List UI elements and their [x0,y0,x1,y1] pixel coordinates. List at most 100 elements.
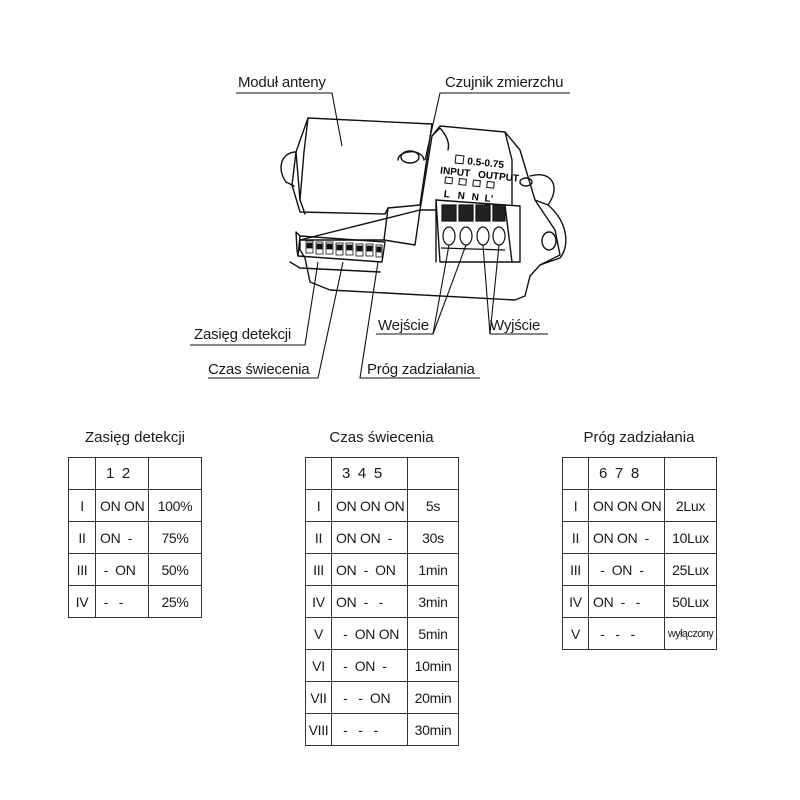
dip-switches [305,240,383,258]
table-row: II ON ON - 10Lux [562,521,717,554]
mode-cell: VI [305,649,332,682]
table-row: I ON ON ON 5s [305,489,459,522]
table-cell [148,457,202,490]
setting-cell: ON - [95,521,149,554]
value-cell: 100% [148,489,202,522]
value-cell: 50% [148,553,202,586]
leader-threshold [359,261,480,379]
setting-cell: - ON - [331,649,408,682]
mode-cell: I [68,489,96,522]
right-mounting-ear [534,199,567,266]
value-cell: 75% [148,521,202,554]
mode-cell: III [68,553,96,586]
table-row: I ON ON ON 2Lux [562,489,717,522]
table-row: V - ON ON 5min [305,617,459,650]
housing-body [299,125,561,301]
mode-cell: V [305,617,332,650]
table-row: II ON ON - 30s [305,521,459,554]
mode-cell: II [305,521,332,554]
table-cell [305,457,332,490]
left-mounting-ear [280,151,297,187]
device-diagram: 0.5-0.75 INPUT OUTPUT L N N L' [190,92,570,379]
table-row: IV - - 25% [68,585,202,618]
table-row: IV ON - - 3min [305,585,459,618]
leader-lighting-time [208,261,344,379]
mode-cell: II [562,521,589,554]
svg-text:INPUT: INPUT [440,166,471,180]
callout-dusk-sensor: Czujnik zmierzchu [445,74,564,91]
mode-cell: I [305,489,332,522]
setting-cell: ON ON - [588,521,665,554]
setting-cell: ON ON ON [331,489,408,522]
value-cell: wyłączony [664,617,717,650]
table-cell [407,457,459,490]
mode-cell: IV [68,585,96,618]
table-row: VIII - - - 30min [305,713,459,746]
setting-cell: - - ON [331,681,408,714]
top-mounting-ear [431,127,450,151]
value-cell: 5min [407,617,459,650]
setting-cell: - ON ON [331,617,408,650]
value-cell: 25Lux [664,553,717,586]
setting-cell: - - - [588,617,665,650]
mode-cell: V [562,617,589,650]
callout-antenna-module: Moduł anteny [238,74,326,91]
threshold-table: 6 7 8 I ON ON ON 2Lux II ON ON - 10Lux I… [562,457,717,650]
callout-output: Wyjście [490,317,541,334]
table-row: III - ON - 25Lux [562,553,717,586]
callout-lighting-time: Czas świecenia [208,361,310,378]
table-cell [68,457,96,490]
mode-cell: IV [305,585,332,618]
mode-cell: II [68,521,96,554]
table-row: III - ON 50% [68,553,202,586]
table-header-row: 1 2 [68,457,202,490]
callout-threshold: Próg zadziałania [367,361,475,378]
table-header-row: 6 7 8 [562,457,717,490]
svg-text:L': L' [484,193,494,205]
table-cell [562,457,589,490]
value-cell: 10Lux [664,521,717,554]
threshold-title: Próg zadziałania [583,429,695,446]
value-cell: 3min [407,585,459,618]
table-row: V - - - wyłączony [562,617,717,650]
leader-dusk-sensor [424,92,570,161]
value-cell: 50Lux [664,585,717,618]
value-cell: 20min [407,681,459,714]
switch-numbers: 6 7 8 [588,457,665,490]
lighting-time-table: 3 4 5 I ON ON ON 5s II ON ON - 30s III O… [305,457,459,746]
setting-cell: - ON [95,553,149,586]
table-row: I ON ON 100% [68,489,202,522]
dip-switch-block [297,235,386,263]
leader-detection-range [190,261,319,346]
switch-numbers: 3 4 5 [331,457,408,490]
value-cell: 30min [407,713,459,746]
table-row: IV ON - - 50Lux [562,585,717,618]
setting-cell: ON ON - [331,521,408,554]
setting-cell: - - - [331,713,408,746]
setting-cell: ON ON [95,489,149,522]
antenna-module-block [291,117,433,215]
setting-cell: ON ON ON [588,489,665,522]
setting-cell: - - [95,585,149,618]
value-cell: 5s [407,489,459,522]
setting-cell: ON - - [331,585,408,618]
lighting-time-title: Czas świecenia [329,429,434,446]
table-row: VII - - ON 20min [305,681,459,714]
leader-antenna-module [236,92,343,147]
device-silkscreen: 0.5-0.75 INPUT OUTPUT L N N L' [440,154,519,205]
mode-cell: III [305,553,332,586]
setting-cell: - ON - [588,553,665,586]
mode-cell: IV [562,585,589,618]
svg-text:N: N [471,192,479,204]
mode-cell: VII [305,681,332,714]
detection-range-title: Zasięg detekcji [84,429,186,446]
callout-input: Wejście [378,317,429,334]
detection-range-table: 1 2 I ON ON 100% II ON - 75% III - ON 50… [68,457,202,618]
table-row: II ON - 75% [68,521,202,554]
mode-cell: VIII [305,713,332,746]
value-cell: 2Lux [664,489,717,522]
svg-text:N: N [457,190,465,202]
table-row: VI - ON - 10min [305,649,459,682]
value-cell: 1min [407,553,459,586]
terminal-screws [440,204,506,251]
